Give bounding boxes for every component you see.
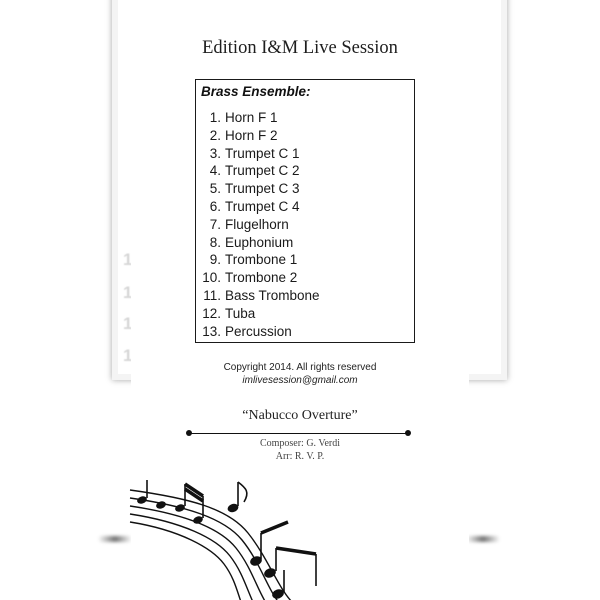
ghost-digit: 1 bbox=[123, 283, 133, 302]
ghost-digit: 1 bbox=[123, 250, 133, 269]
item-label: Trumpet C 2 bbox=[225, 163, 300, 179]
list-item: 6.Trumpet C 4 bbox=[196, 198, 320, 216]
list-item: 2.Horn F 2 bbox=[196, 127, 320, 145]
item-label: Percussion bbox=[225, 323, 292, 339]
item-number: 13. bbox=[202, 323, 221, 339]
ensemble-heading: Brass Ensemble: bbox=[201, 84, 311, 99]
item-label: Trombone 2 bbox=[225, 270, 298, 286]
list-item: 5.Trumpet C 3 bbox=[196, 180, 320, 198]
item-label: Euphonium bbox=[225, 234, 294, 250]
shadow-mark-left bbox=[98, 536, 132, 542]
list-item: 11.Bass Trombone bbox=[196, 287, 320, 305]
instrument-list: 1.Horn F 1 2.Horn F 2 3.Trumpet C 1 4.Tr… bbox=[196, 109, 320, 341]
contact-email: imlivesession@gmail.com bbox=[242, 375, 358, 386]
music-staff-notes-icon bbox=[129, 480, 317, 600]
item-number: 12. bbox=[202, 305, 221, 321]
item-label: Trumpet C 4 bbox=[225, 198, 300, 214]
piece-title: “Nabucco Overture” bbox=[242, 408, 358, 423]
list-item: 9.Trombone 1 bbox=[196, 251, 320, 269]
list-item: 1. Horn F 1 bbox=[196, 109, 320, 127]
shadow-mark-right bbox=[466, 536, 500, 542]
list-item: 12.Tuba bbox=[196, 305, 320, 323]
ghost-digit: 1 bbox=[123, 346, 133, 365]
copyright-text: Copyright 2014. All rights reserved bbox=[223, 362, 377, 373]
page-title: Edition I&M Live Session bbox=[202, 38, 398, 58]
list-item: 13.Percussion bbox=[196, 323, 320, 341]
item-number: 3. bbox=[209, 145, 221, 161]
list-item: 3.Trumpet C 1 bbox=[196, 145, 320, 163]
list-item: 7.Flugelhorn bbox=[196, 216, 320, 234]
item-label: Bass Trombone bbox=[225, 287, 320, 303]
item-number: 4. bbox=[209, 163, 221, 179]
list-item: 10.Trombone 2 bbox=[196, 269, 320, 287]
composer-credit: Composer: G. Verdi bbox=[259, 438, 341, 449]
item-number: 1. bbox=[209, 110, 221, 125]
item-number: 6. bbox=[209, 198, 221, 214]
arranger-credit: Arr: R. V. P. bbox=[275, 451, 325, 462]
item-label: Trumpet C 3 bbox=[225, 181, 300, 197]
item-number: 9. bbox=[209, 252, 221, 268]
item-number: 11. bbox=[203, 287, 221, 303]
copyright-block: Copyright 2014. All rights reserved imli… bbox=[131, 361, 469, 387]
item-number: 8. bbox=[209, 234, 221, 250]
item-label: Trumpet C 1 bbox=[225, 145, 300, 161]
list-item: 4.Trumpet C 2 bbox=[196, 162, 320, 180]
divider-dot-right bbox=[405, 430, 411, 436]
item-label: Flugelhorn bbox=[225, 216, 289, 232]
item-number: 5. bbox=[209, 181, 221, 197]
item-number: 2. bbox=[209, 127, 221, 143]
item-label: Tuba bbox=[225, 305, 256, 321]
item-number: 10. bbox=[202, 270, 221, 286]
item-label: Trombone 1 bbox=[225, 252, 298, 268]
divider-line bbox=[189, 433, 410, 434]
divider-dot-left bbox=[186, 430, 192, 436]
item-label: Horn F 2 bbox=[225, 127, 278, 143]
ghost-digit: 1 bbox=[123, 314, 133, 333]
item-label: Horn F 1 bbox=[225, 110, 278, 125]
list-item: 8.Euphonium bbox=[196, 234, 320, 252]
instrument-list-box: Brass Ensemble: 1. Horn F 1 2.Horn F 2 3.… bbox=[195, 79, 415, 343]
item-number: 7. bbox=[209, 216, 221, 232]
